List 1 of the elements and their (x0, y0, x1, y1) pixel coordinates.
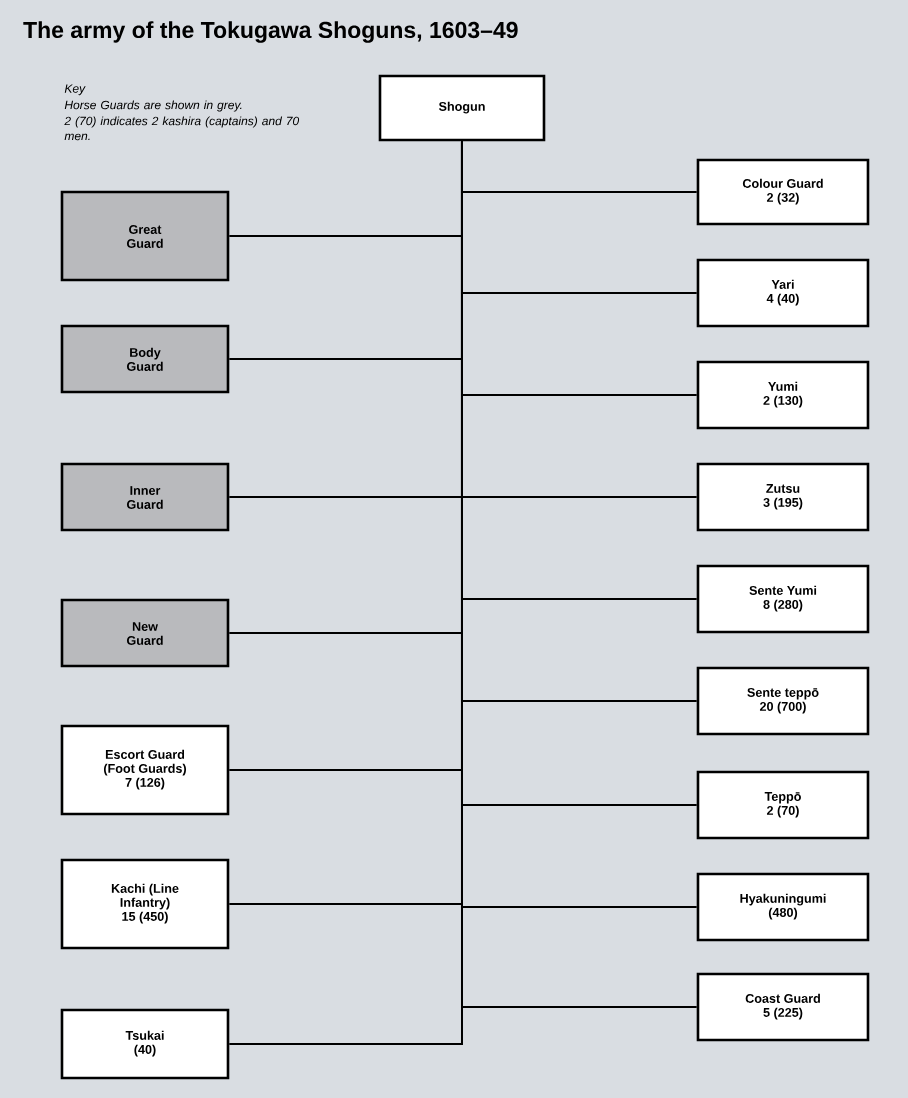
title: The army of the Tokugawa Shoguns, 1603–49 (23, 21, 518, 43)
